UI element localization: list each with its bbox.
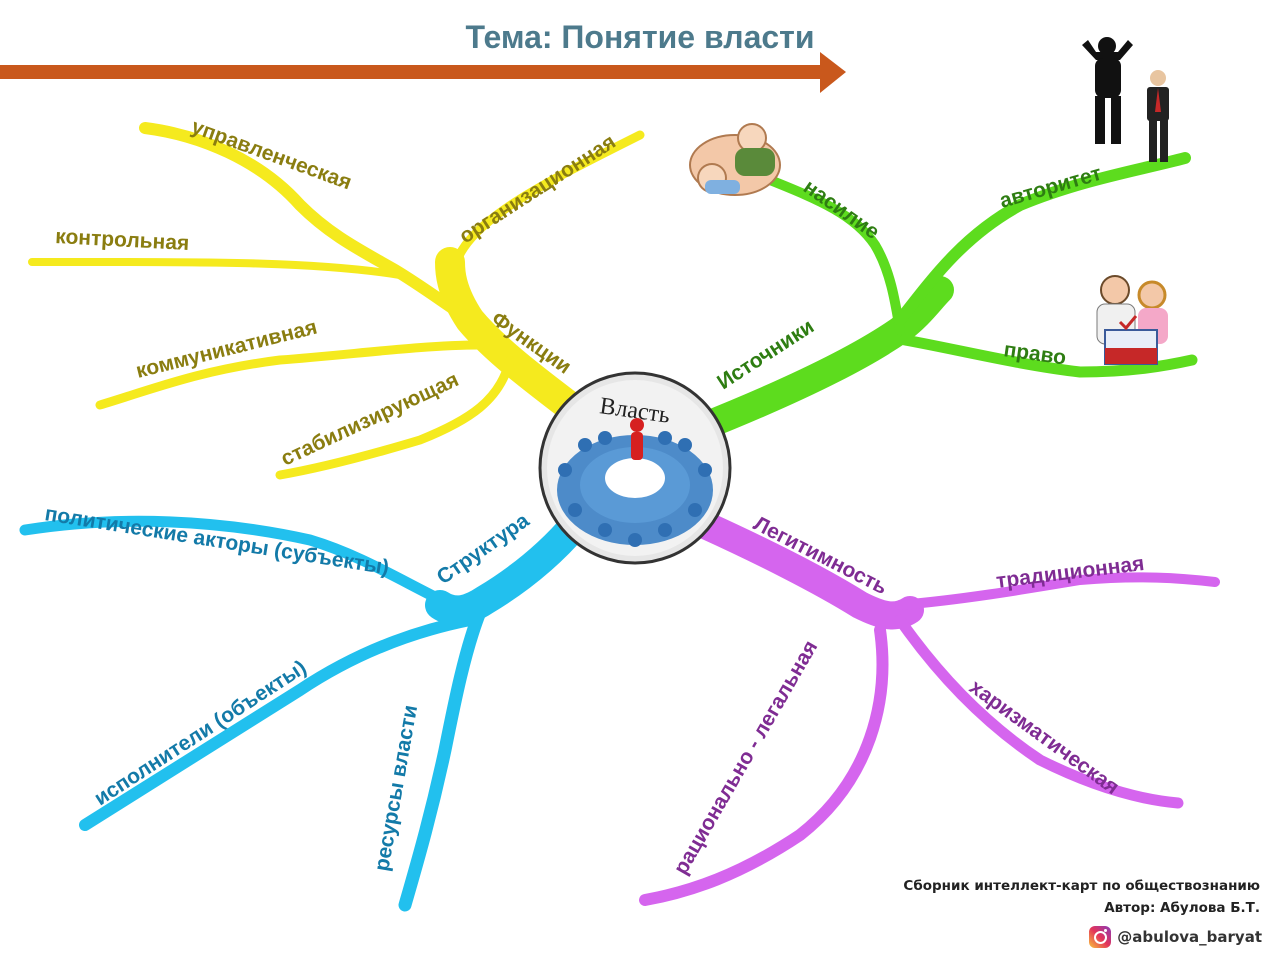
labels-functions: Функции управленческая контрольная орган…: [55, 115, 620, 470]
legitimacy-item: харизматическая: [965, 675, 1123, 799]
function-item: контрольная: [55, 225, 190, 255]
structure-item: политические акторы (субъекты): [43, 502, 390, 579]
legitimacy-item: традиционная: [995, 552, 1146, 593]
function-item: организационная: [455, 130, 620, 248]
branch-structure: [19, 510, 590, 912]
branch-functions: [28, 122, 645, 480]
voters-icon: [1096, 275, 1168, 365]
strongman-and-businessman-icon: [1082, 37, 1169, 162]
instagram-handle[interactable]: @abulova_baryat: [1089, 926, 1262, 948]
branch-sources: [686, 152, 1198, 442]
instagram-icon: [1089, 926, 1112, 948]
credit-collection: Сборник интеллект-карт по обществознанию: [903, 878, 1260, 894]
branch-legitimacy: [639, 511, 1220, 906]
center-node: Власть: [538, 371, 732, 565]
labels-legitimacy: Легитимность традиционная харизматическа…: [669, 512, 1145, 879]
fighting-kids-icon: [689, 123, 781, 196]
structure-item: исполнители (объекты): [90, 656, 310, 810]
instagram-handle-text: @abulova_baryat: [1117, 928, 1262, 946]
credit-author: Автор: Абулова Б.Т.: [1104, 900, 1260, 916]
structure-item: ресурсы власти: [370, 703, 422, 873]
labels-sources: Источники насилие авторитет право: [713, 162, 1104, 394]
source-item: авторитет: [997, 162, 1104, 213]
source-item: насилие: [799, 175, 883, 244]
page-title: Тема: Понятие власти: [465, 19, 814, 55]
crowd-icon: [557, 418, 713, 547]
title-arrow: [0, 52, 846, 93]
